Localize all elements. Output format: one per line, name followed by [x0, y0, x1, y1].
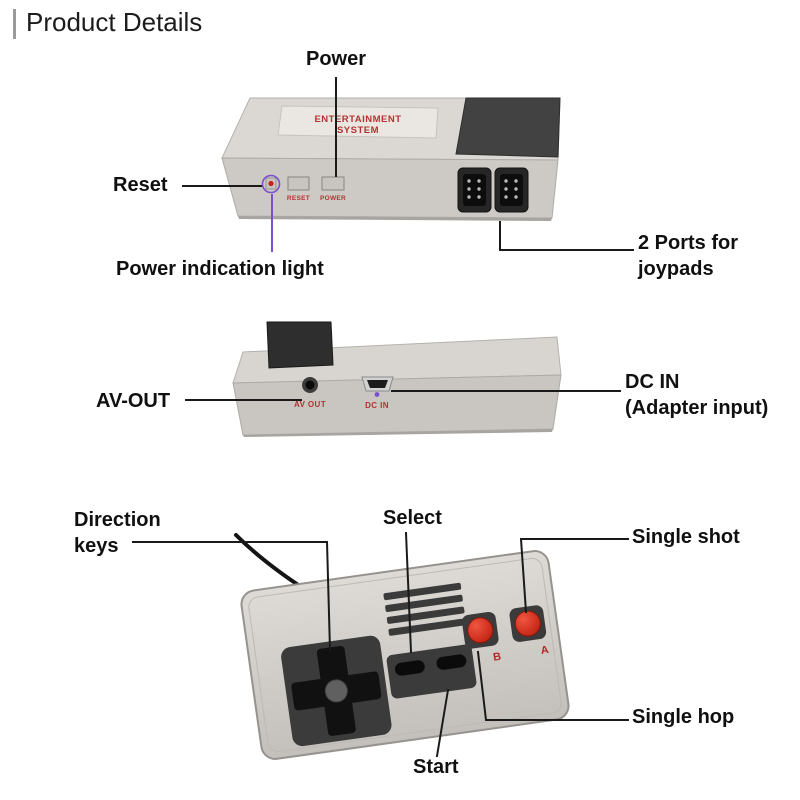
select-callout: Select [383, 507, 442, 529]
single-shot-callout: Single shot [632, 526, 740, 548]
console-bottom-shadow [238, 216, 552, 221]
page-title: Product Details [26, 7, 203, 37]
joypad-ports-callout-line2: joypads [638, 258, 714, 280]
reset-button [287, 176, 310, 191]
start-callout: Start [413, 756, 459, 778]
reset-button-label: RESET [287, 195, 310, 202]
port-2-pins [504, 179, 518, 199]
av-out-port-label: AV OUT [294, 400, 326, 409]
power-button [321, 176, 345, 191]
a-button-label: A [540, 644, 550, 657]
joypad-ports-callout: 2 Ports for joypads [638, 230, 738, 282]
controller-body-inner-edge [248, 557, 562, 753]
power-indicator-led [268, 180, 274, 187]
dpad-center [324, 679, 348, 703]
av-out-jack-hole [305, 380, 315, 390]
direction-keys-callout: Direction keys [74, 507, 161, 559]
power-button-label: POWER [320, 195, 346, 202]
port-1-pins [467, 179, 481, 199]
dc-in-port-label: DC IN [365, 401, 389, 410]
title-accent-bar [13, 9, 16, 39]
brand-text-line1: ENTERTAINMENT [314, 114, 401, 125]
console-back-illustration: AV OUT DC IN [232, 321, 562, 437]
console-front-illustration: ENTERTAINMENT SYSTEM RESET POWER [221, 97, 561, 221]
controller-illustration: B A [234, 533, 570, 760]
dc-in-callout-line1: DC IN [625, 371, 680, 393]
power-callout: Power [305, 48, 367, 70]
cartridge-flap-back [266, 321, 334, 369]
direction-keys-callout-line1: Direction [74, 509, 161, 531]
joypad-port-1 [457, 167, 492, 213]
brand-text-line2: SYSTEM [337, 125, 379, 136]
b-button [467, 617, 494, 644]
brand-sticker [277, 105, 439, 139]
dc-in-callout-line2: (Adapter input) [625, 397, 769, 419]
select-button [394, 660, 425, 676]
back-face [232, 374, 562, 436]
dc-in-port-hole [367, 380, 388, 388]
dc-in-callout: DC IN (Adapter input) [625, 369, 768, 421]
single-hop-callout: Single hop [632, 706, 735, 728]
cartridge-flap [455, 97, 561, 158]
reset-callout: Reset [113, 174, 168, 196]
power-light-callout: Power indication light [116, 258, 324, 280]
av-out-callout: AV-OUT [96, 390, 171, 412]
b-button-label: B [492, 651, 502, 664]
dc-in-marker [374, 392, 380, 397]
direction-keys-callout-line2: keys [74, 535, 119, 557]
joypad-port-2 [494, 167, 529, 213]
start-button [436, 654, 467, 670]
back-bottom-shadow [243, 429, 553, 437]
ports-line [499, 221, 634, 251]
joypad-ports-callout-line1: 2 Ports for [638, 232, 739, 254]
power-light-highlight-ring [261, 174, 281, 194]
